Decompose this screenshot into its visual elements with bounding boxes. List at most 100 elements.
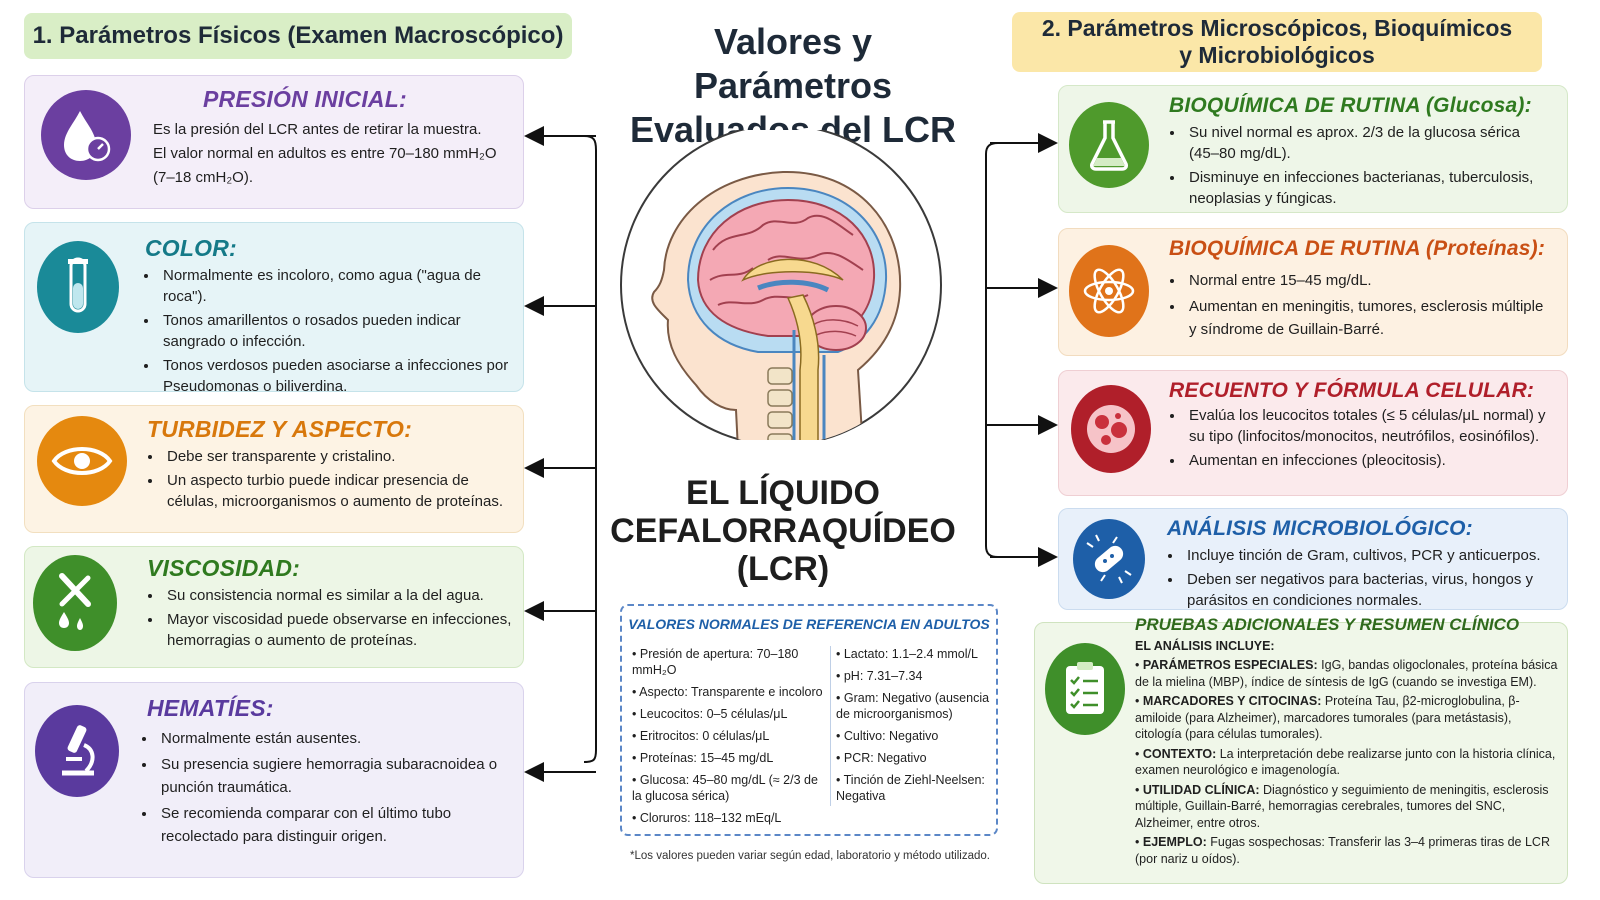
page-title-line1: Valores y Parámetros (693, 21, 893, 106)
reference-values-title: VALORES NORMALES DE REFERENCIA EN ADULTO… (628, 616, 990, 632)
ref-row-12-text: PCR: Negativo (843, 751, 927, 765)
bacteria-icon (1073, 519, 1145, 599)
card-viscosidad-title: VISCOSIDAD: (147, 555, 300, 581)
ref-row-7-text: Cloruros: 118–132 mEq/L (639, 811, 782, 825)
ref-row-11: • Cultivo: Negativo (836, 729, 939, 743)
card-viscosidad: VISCOSIDAD: Su consistencia normal es si… (24, 546, 524, 668)
card-microbiologico-title: ANÁLISIS MICROBIOLÓGICO: (1167, 517, 1473, 540)
molecule-icon (1069, 245, 1149, 337)
reference-col-1: • Presión de apertura: 70–180 mmH₂O • As… (632, 646, 826, 832)
card-glucosa-title: BIOQUÍMICA DE RUTINA (Glucosa): (1169, 94, 1532, 118)
cells-icon (1071, 385, 1151, 473)
summary-item-2-text: Proteína Tau, β2-microglobulina, β-amilo… (1135, 694, 1520, 741)
card-turbidez-bullet-2: Un aspecto turbio puede indicar presenci… (163, 470, 517, 512)
eye-icon (37, 416, 127, 506)
summary-item-3-text: La interpretación debe realizarse junto … (1135, 746, 1556, 778)
card-recuento: RECUENTO Y FÓRMULA CELULAR: Evalúa los l… (1058, 370, 1568, 496)
card-hematies-body: Normalmente están ausentes. Su presencia… (141, 727, 519, 851)
ref-row-2-text: Aspecto: Transparente e incoloro (639, 685, 823, 699)
ref-row-11-text: Cultivo: Negativo (843, 729, 939, 743)
ref-row-6-text: Glucosa: 45–80 mg/dL (≈ 2/3 de la glucos… (632, 773, 818, 803)
card-presion-inicial: PRESIÓN INICIAL: Es la presión del LCR a… (24, 75, 524, 209)
ref-row-1-text: Presión de apertura: 70–180 mmH₂O (632, 647, 799, 677)
ref-row-4-text: Eritrocitos: 0 células/μL (639, 729, 770, 743)
lcr-main-label-line3: (LCR) (736, 550, 830, 588)
card-glucosa: BIOQUÍMICA DE RUTINA (Glucosa): Su nivel… (1058, 85, 1568, 213)
card-color-bullet-3: Tonos verdosos pueden asociarse a infecc… (159, 355, 517, 397)
card-resumen-clinico: PRUEBAS ADICIONALES Y RESUMEN CLÍNICO EL… (1034, 615, 1568, 884)
microscope-icon (35, 705, 119, 797)
flask-icon (1069, 102, 1149, 188)
summary-item-3-label: CONTEXTO: (1142, 746, 1217, 761)
card-hematies-title: HEMATÍES: (147, 695, 274, 721)
ref-row-5-text: Proteínas: 15–45 mg/dL (639, 751, 774, 765)
card-turbidez-title: TURBIDEZ Y ASPECTO: (147, 416, 412, 442)
ref-row-4: • Eritrocitos: 0 células/μL (632, 729, 770, 743)
left-section-header-text: 1. Parámetros Físicos (Examen Macroscópi… (32, 22, 564, 49)
card-viscosidad-bullet-2: Mayor viscosidad puede observarse en inf… (163, 609, 517, 651)
summary-item-5: • EJEMPLO: Fugas sospechosas: Transferir… (1135, 835, 1550, 866)
card-recuento-body: Evalúa los leucocitos totales (≤ 5 célul… (1169, 405, 1553, 474)
card-resumen-clinico-title: PRUEBAS ADICIONALES Y RESUMEN CLÍNICO (1135, 615, 1520, 634)
summary-item-1-label: PARÁMETROS ESPECIALES: (1142, 658, 1318, 672)
card-glucosa-title-text: BIOQUÍMICA DE RUTINA (Glucosa): (1169, 94, 1532, 117)
card-color: COLOR: Normalmente es incoloro, como agu… (24, 222, 524, 395)
summary-item-2-label: MARCADORES Y CITOCINAS: (1142, 694, 1322, 708)
reference-divider (830, 646, 831, 806)
lcr-main-label-line1: EL LÍQUIDO (686, 474, 880, 512)
footnote: *Los valores pueden variar según edad, l… (630, 850, 990, 862)
card-glucosa-body: Su nivel normal es aprox. 2/3 de la gluc… (1169, 122, 1549, 212)
card-recuento-bullet-2: Aumentan en infecciones (pleocitosis). (1185, 450, 1553, 471)
summary-item-5-text: Fugas sospechosas: Transferir las 3–4 pr… (1135, 835, 1550, 866)
summary-item-4-label: UTILIDAD CLÍNICA: (1142, 782, 1260, 797)
reference-values-box: VALORES NORMALES DE REFERENCIA EN ADULTO… (620, 604, 998, 836)
ref-row-3-text: Leucocitos: 0–5 células/μL (639, 707, 788, 721)
card-proteinas: BIOQUÍMICA DE RUTINA (Proteínas): Normal… (1058, 228, 1568, 356)
card-microbiologico: ANÁLISIS MICROBIOLÓGICO: Incluye tinción… (1058, 508, 1568, 610)
ref-row-13: • Tinción de Ziehl-Neelsen: Negativa (836, 773, 985, 803)
card-proteinas-bullet-1: Normal entre 15–45 mg/dL. (1185, 269, 1549, 292)
summary-item-3: • CONTEXTO: La interpretación debe reali… (1135, 746, 1556, 778)
drop-gauge-icon (41, 90, 131, 180)
ref-row-1: • Presión de apertura: 70–180 mmH₂O (632, 647, 799, 677)
card-viscosidad-bullet-1: Su consistencia normal es similar a la d… (163, 585, 517, 606)
summary-item-2: • MARCADORES Y CITOCINAS: Proteína Tau, … (1135, 694, 1520, 741)
ref-row-9-text: pH: 7.31–7.34 (843, 669, 923, 683)
card-recuento-bullet-1: Evalúa los leucocitos totales (≤ 5 célul… (1185, 405, 1553, 447)
card-hematies: HEMATÍES: Normalmente están ausentes. Su… (24, 682, 524, 878)
card-resumen-clinico-list: • PARÁMETROS ESPECIALES: IgG, bandas oli… (1135, 657, 1559, 870)
brain-head-illustration (620, 130, 942, 440)
ref-row-9: • pH: 7.31–7.34 (836, 669, 923, 683)
card-resumen-clinico-intro: EL ANÁLISIS INCLUYE: (1135, 639, 1275, 653)
card-color-title: COLOR: (145, 235, 237, 261)
card-hematies-bullet-3: Se recomienda comparar con el último tub… (157, 802, 519, 848)
card-proteinas-bullet-2: Aumentan en meningitis, tumores, esclero… (1185, 295, 1549, 341)
reference-col-2: • Lactato: 1.1–2.4 mmol/L • pH: 7.31–7.3… (836, 646, 992, 810)
card-glucosa-bullet-2: Disminuye en infecciones bacterianas, tu… (1185, 167, 1549, 209)
test-tube-icon (37, 241, 119, 333)
card-presion-inicial-line2: El valor normal en adultos es entre 70–1… (153, 145, 497, 186)
card-presion-inicial-line1: Es la presión del LCR antes de retirar l… (153, 121, 482, 138)
ref-row-6: • Glucosa: 45–80 mg/dL (≈ 2/3 de la gluc… (632, 773, 818, 803)
summary-item-4-text: Diagnóstico y seguimiento de meningitis,… (1135, 782, 1549, 830)
card-turbidez-body: Debe ser transparente y cristalino. Un a… (147, 446, 517, 515)
card-recuento-title: RECUENTO Y FÓRMULA CELULAR: (1169, 379, 1535, 402)
pipette-drops-icon (33, 555, 117, 651)
right-section-header: 2. Parámetros Microscópicos, Bioquímicos… (1012, 12, 1542, 72)
card-presion-inicial-body: Es la presión del LCR antes de retirar l… (153, 118, 509, 190)
clipboard-checklist-icon (1045, 643, 1125, 735)
card-microbiologico-bullet-2: Deben ser negativos para bacterias, viru… (1183, 569, 1553, 611)
lcr-main-label: EL LÍQUIDO CEFALORRAQUÍDEO (LCR) (610, 474, 956, 588)
ref-row-5: • Proteínas: 15–45 mg/dL (632, 751, 774, 765)
ref-row-13-text: Tinción de Ziehl-Neelsen: Negativa (836, 773, 985, 803)
card-color-bullet-1: Normalmente es incoloro, como agua ("agu… (159, 265, 517, 307)
card-glucosa-bullet-1: Su nivel normal es aprox. 2/3 de la gluc… (1185, 122, 1549, 164)
card-color-bullet-2: Tonos amarillentos o rosados pueden indi… (159, 310, 517, 352)
summary-item-1-text: IgG, bandas oligoclonales, proteína bási… (1135, 658, 1558, 689)
summary-item-4: • UTILIDAD CLÍNICA: Diagnóstico y seguim… (1135, 782, 1549, 830)
left-section-header: 1. Parámetros Físicos (Examen Macroscópi… (24, 13, 572, 59)
ref-row-2: • Aspecto: Transparente e incoloro (632, 685, 823, 699)
summary-item-1: • PARÁMETROS ESPECIALES: IgG, bandas oli… (1135, 658, 1558, 689)
summary-item-5-label: EJEMPLO: (1142, 835, 1207, 849)
